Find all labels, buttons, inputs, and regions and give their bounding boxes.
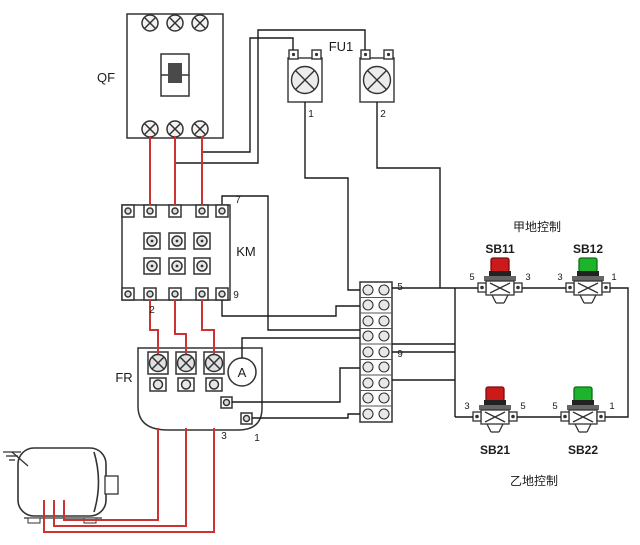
pushbutton-sb12 [565,257,611,304]
km-terminal-7: 7 [235,195,241,206]
fuse-1 [287,49,323,103]
fr-terminal-1: 1 [254,433,260,444]
ammeter-label: A [238,365,247,380]
fr-terminal-3: 3 [221,431,227,442]
km-contact-blocks [143,232,211,275]
fr-heater-elements [147,351,225,392]
sb12-cap [578,257,598,273]
motor [3,447,119,524]
km-bottom-terminals [121,287,229,301]
circuit-breaker-qf [126,13,224,139]
fuse2-number: 2 [380,109,386,120]
control-wiring [175,29,629,419]
sb21-num-left: 3 [464,401,469,412]
sb22-cap [573,386,593,402]
pushbutton-sb11 [477,257,523,304]
sb11-num-right: 3 [525,272,530,283]
sb21-cap [485,386,505,402]
fu1-label: FU1 [329,39,354,54]
block-terminal-9: 9 [397,349,403,360]
sb22-label: SB22 [568,443,598,457]
fr-label: FR [115,370,132,385]
site-b-label: 乙地控制 [510,474,558,488]
km-terminal-9: 9 [233,290,239,301]
contactor-km [121,204,231,301]
km-label: KM [236,244,256,259]
thermal-relay-fr [137,347,263,431]
sb22-num-left: 5 [552,401,557,412]
site-a-label: 甲地控制 [513,220,561,234]
sb22-num-right: 1 [609,401,614,412]
block-terminal-5: 5 [397,282,403,293]
sb11-cap [490,257,510,273]
km-terminal-2: 2 [149,305,155,316]
ground-symbol [3,451,29,467]
qf-label: QF [97,70,115,85]
sb12-num-left: 3 [557,272,562,283]
fuse-2 [359,49,395,103]
qf-handle [160,53,190,97]
pushbutton-sb21 [472,386,518,433]
terminal-block [359,281,393,423]
fuse1-number: 1 [308,109,314,120]
sb21-num-right: 5 [520,401,525,412]
qf-top-terminals [141,14,209,32]
sb11-label: SB11 [485,242,515,256]
sb11-num-left: 5 [469,272,474,283]
sb12-num-right: 1 [611,272,616,283]
fuse-group-fu1 [287,49,395,103]
terminal-block-screws [362,284,390,420]
power-wiring [43,136,215,533]
sb21-label: SB21 [480,443,510,457]
qf-bottom-terminals [141,120,209,138]
pushbutton-sb22 [560,386,606,433]
sb12-label: SB12 [573,242,603,256]
